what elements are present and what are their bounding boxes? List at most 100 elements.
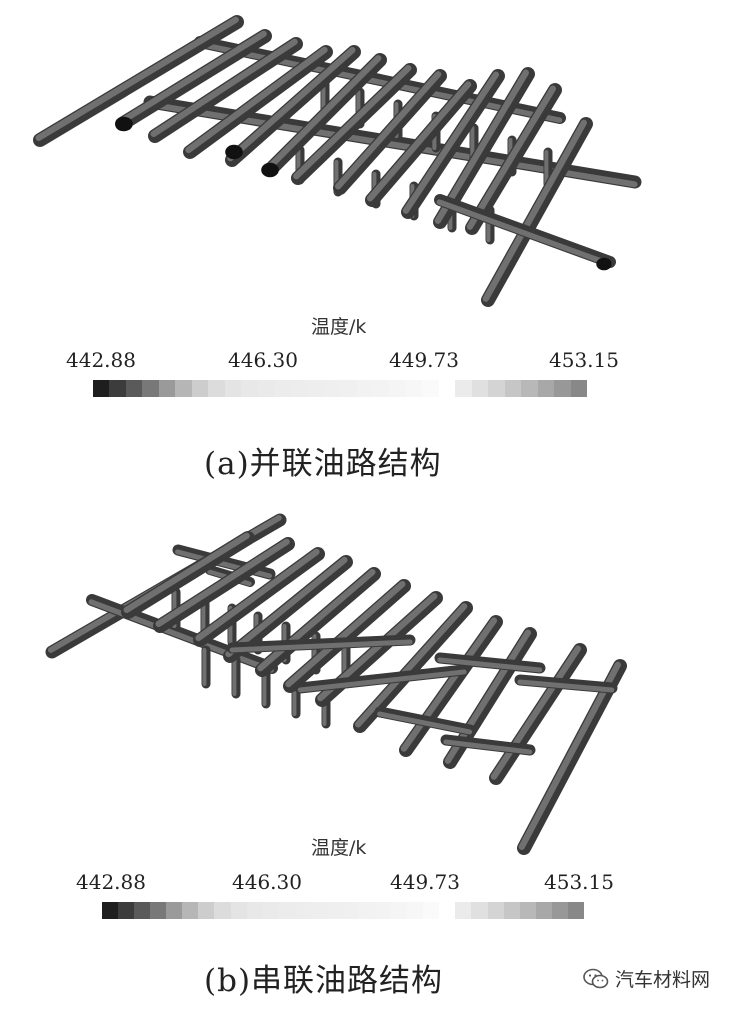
colorbar-swatch: [535, 902, 552, 919]
colorbar-swatch: [519, 902, 536, 919]
colorbar-swatch: [102, 902, 119, 919]
colorbar-swatch: [294, 902, 311, 919]
colorbar-swatch: [274, 380, 291, 397]
caption-a: (a)并联油路结构: [204, 446, 442, 482]
oil-rod: [489, 643, 587, 785]
colorbar-swatch: [307, 380, 324, 397]
oil-rod: [291, 63, 417, 185]
colorbar-swatch: [342, 902, 359, 919]
colorbar-swatch: [125, 380, 143, 397]
oil-rod: [263, 53, 387, 177]
connector: [294, 664, 470, 694]
colorbar-swatch: [93, 380, 110, 397]
colorbar-swatch: [241, 380, 258, 397]
oil-rod: [193, 547, 325, 647]
oil-rod: [401, 69, 505, 219]
inlet-end: [225, 144, 243, 160]
colorbar-swatch: [224, 380, 242, 397]
colorbar-swatch: [198, 902, 215, 919]
caption-b: (b)串联油路结构: [204, 963, 444, 999]
colorbar-swatch: [278, 902, 295, 919]
tick-a-3: 453.15: [549, 348, 619, 372]
wechat-icon: [583, 968, 609, 990]
series-oil-circuit-model: [45, 513, 627, 855]
colorbar-swatch: [551, 902, 568, 919]
colorbar-swatch: [372, 380, 390, 397]
colorbar-swatch: [471, 902, 488, 919]
colorbar-swatch: [537, 380, 555, 397]
colorbar-swatch: [246, 902, 263, 919]
colorbar-swatch: [290, 380, 308, 397]
colorbar-swatch: [422, 380, 439, 397]
outlet-end: [596, 257, 612, 271]
colorbar-swatch: [455, 902, 472, 919]
colorbar-swatch: [257, 380, 275, 397]
colorbar-swatch: [455, 380, 472, 397]
tick-b-2: 449.73: [390, 870, 460, 894]
oil-rod: [255, 567, 381, 677]
colorbar-swatch: [438, 380, 456, 397]
oil-rod: [183, 45, 333, 159]
colorbar-swatch: [175, 380, 192, 397]
legend-title-a: 温度/k: [311, 316, 367, 338]
figure-a: 温度/k 442.88 446.30 449.73 453.15 (a)并联油路…: [0, 0, 736, 500]
legend-title-b: 温度/k: [311, 837, 367, 859]
tick-b-1: 446.30: [232, 870, 302, 894]
parallel-oil-circuit-model: [33, 15, 642, 307]
oil-rod: [517, 659, 627, 855]
colorbar-swatch: [340, 380, 357, 397]
colorbar-swatch: [407, 902, 424, 919]
connector: [374, 706, 476, 736]
cross-pipe-front: [434, 194, 616, 268]
figure-b: 温度/k 442.88 446.30 449.73 453.15 (b)串联油路…: [0, 500, 736, 1012]
vertical-post: [201, 645, 211, 689]
connector: [434, 652, 546, 674]
colorbar-swatch: [567, 902, 584, 919]
colorbar-swatch: [570, 380, 588, 397]
colorbar-swatch: [118, 902, 135, 919]
tick-b-0: 442.88: [76, 870, 146, 894]
oil-rod: [148, 37, 303, 143]
connector: [226, 634, 416, 654]
oil-rod: [353, 601, 473, 733]
inlet-end: [261, 162, 279, 178]
colorbar-swatch: [214, 902, 231, 919]
oil-rod: [225, 45, 361, 167]
colorbar-swatch: [359, 902, 376, 919]
oil-rod: [399, 615, 503, 757]
colorbar-swatch: [375, 902, 392, 919]
oil-rod: [481, 117, 593, 307]
colorbar-swatch: [208, 380, 225, 397]
colorbar-swatch: [150, 902, 167, 919]
temperature-colorbar-a: [93, 380, 588, 397]
colorbar-swatch: [389, 380, 406, 397]
colorbar-swatch: [471, 380, 489, 397]
vertical-post: [231, 655, 241, 699]
colorbar-swatch: [554, 380, 571, 397]
tick-a-2: 449.73: [389, 348, 459, 372]
colorbar-swatch: [142, 380, 159, 397]
colorbar-swatch: [109, 380, 126, 397]
colorbar-swatch: [356, 380, 373, 397]
cross-pipe-back: [194, 36, 566, 124]
connector: [514, 674, 618, 694]
oil-rod: [283, 579, 411, 693]
inlet-end: [115, 116, 133, 132]
colorbar-swatch: [166, 902, 183, 919]
watermark-text: 汽车材料网: [614, 969, 710, 991]
colorbar-swatch: [423, 902, 440, 919]
colorbar-swatch: [521, 380, 538, 397]
tick-a-1: 446.30: [228, 348, 298, 372]
tick-a-0: 442.88: [66, 348, 136, 372]
watermark: 汽车材料网: [583, 965, 710, 992]
temperature-colorbar-b: [102, 902, 584, 919]
oil-rod: [223, 555, 353, 663]
oil-rod: [465, 83, 562, 235]
colorbar-swatch: [405, 380, 423, 397]
oil-rod: [153, 537, 295, 633]
tick-b-3: 453.15: [544, 870, 614, 894]
colorbar-swatch: [326, 902, 343, 919]
colorbar-swatch: [391, 902, 408, 919]
colorbar-swatch: [439, 902, 456, 919]
colorbar-swatch: [182, 902, 199, 919]
